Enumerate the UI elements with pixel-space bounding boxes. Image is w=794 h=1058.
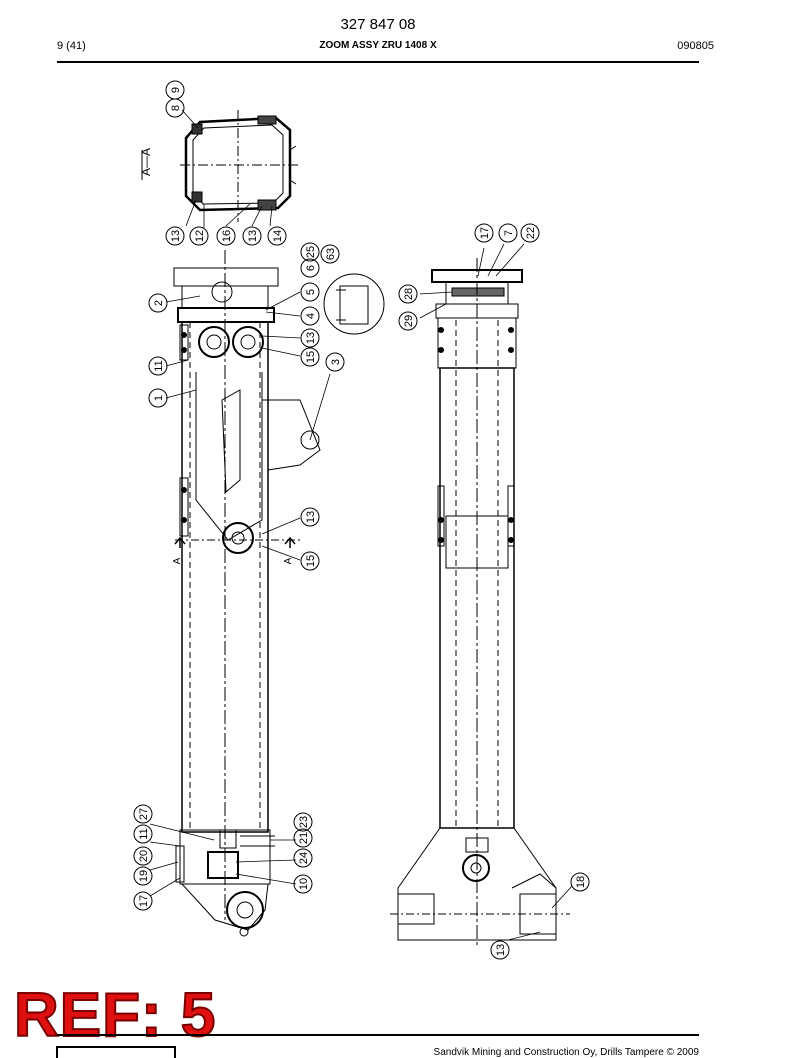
callout-number: 24 bbox=[298, 852, 310, 864]
section-view-top bbox=[180, 110, 300, 222]
callout-number: 18 bbox=[575, 876, 587, 888]
header-rule bbox=[57, 61, 699, 63]
callout-number: 8 bbox=[170, 105, 182, 111]
page-number: 9 (41) bbox=[57, 40, 86, 52]
callout-number: 6 bbox=[305, 265, 317, 271]
company-logo bbox=[56, 1046, 176, 1058]
callout-number: 1 bbox=[153, 395, 165, 401]
callout-number: 12 bbox=[194, 230, 206, 242]
callout-number: 11 bbox=[138, 828, 150, 839]
document-number: 327 847 08 bbox=[340, 16, 416, 33]
section-marker-right: A bbox=[283, 557, 294, 564]
leader-lines bbox=[149, 109, 573, 941]
right-elevation bbox=[390, 258, 570, 945]
callout-number: 10 bbox=[298, 878, 310, 890]
callout-number: 28 bbox=[403, 288, 415, 300]
left-elevation bbox=[173, 250, 385, 937]
callout-number: 5 bbox=[305, 289, 317, 295]
callout-number: 27 bbox=[138, 808, 150, 820]
callout-number: 13 bbox=[305, 511, 317, 523]
callout-number: 19 bbox=[138, 870, 150, 882]
callout-number: 25 bbox=[305, 246, 317, 258]
section-marker-left: A bbox=[172, 557, 183, 564]
callout-balloons bbox=[133, 80, 590, 960]
callout-number: 22 bbox=[525, 227, 537, 239]
callout-number: 29 bbox=[403, 315, 415, 327]
callout-number: 13 bbox=[495, 944, 507, 956]
callout-numbers: 9 8 13 12 16 13 14 2 6 25 63 5 4 13 15 3… bbox=[138, 87, 587, 956]
callout-number: 23 bbox=[298, 816, 310, 828]
callout-number: 11 bbox=[153, 360, 165, 371]
callout-number: 17 bbox=[479, 227, 491, 239]
callout-number: 2 bbox=[153, 300, 165, 306]
callout-number: 13 bbox=[247, 230, 259, 242]
document-title: ZOOM ASSY ZRU 1408 X bbox=[319, 40, 437, 51]
reference-stamp: REF: 5 bbox=[13, 981, 217, 1050]
callout-number: 9 bbox=[170, 87, 182, 93]
callout-number: 13 bbox=[170, 230, 182, 242]
footer-rule bbox=[57, 1034, 699, 1036]
callout-number: 21 bbox=[298, 832, 310, 844]
callout-number: 14 bbox=[272, 230, 284, 242]
callout-number: 20 bbox=[138, 850, 150, 862]
callout-number: 13 bbox=[305, 332, 317, 344]
document-date: 090805 bbox=[677, 40, 714, 52]
callout-number: 3 bbox=[330, 359, 342, 365]
callout-number: 15 bbox=[305, 555, 317, 567]
callout-number: 7 bbox=[503, 230, 515, 236]
callout-number: 16 bbox=[221, 230, 233, 242]
callout-number: 15 bbox=[305, 351, 317, 363]
callout-number: 63 bbox=[325, 248, 337, 260]
section-label: A—A bbox=[139, 148, 153, 176]
callout-number: 4 bbox=[305, 313, 317, 319]
callout-number: 17 bbox=[138, 895, 150, 907]
